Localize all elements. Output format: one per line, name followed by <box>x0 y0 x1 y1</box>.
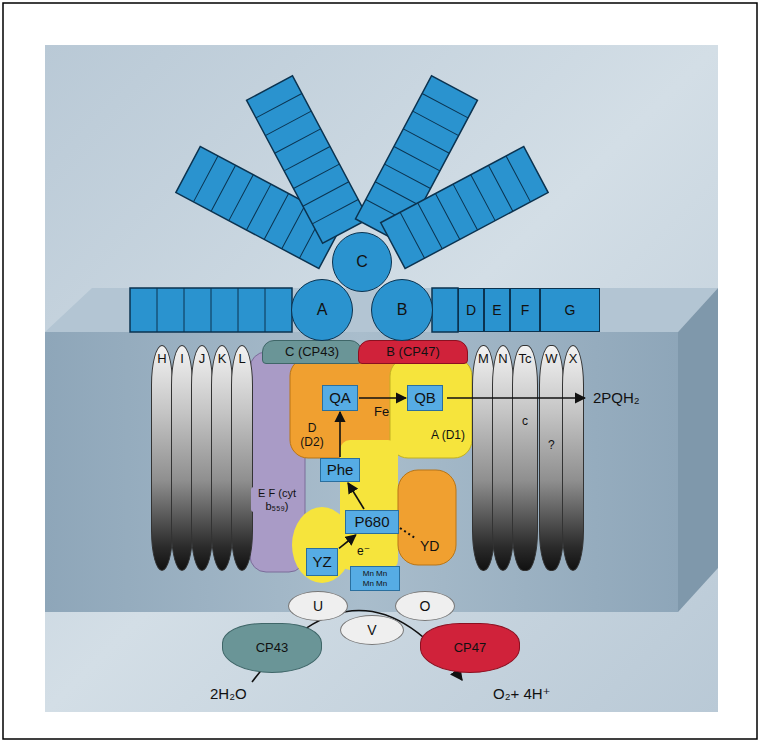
electron-transfer-arrow <box>339 412 341 457</box>
core-circle: B <box>371 279 433 341</box>
node-text: O <box>420 598 431 614</box>
node-text: QA <box>329 389 351 406</box>
subunit-label: D (D2) <box>294 422 330 450</box>
cp47-top: B (CP47) <box>358 340 468 364</box>
node-text: B (CP47) <box>386 345 439 360</box>
cofactor-box: QA <box>322 385 358 411</box>
node-text: C <box>356 253 368 271</box>
subunit-cylinder: H <box>151 345 173 571</box>
node-text: L <box>238 352 245 367</box>
subunit-cylinder: J <box>191 345 213 571</box>
cofactor-box: Phe <box>320 458 360 482</box>
rod-cell: D <box>458 288 484 332</box>
yd-dots <box>400 528 415 538</box>
d1-top <box>390 358 472 458</box>
node-text: G <box>565 302 576 318</box>
node-text: U <box>313 598 323 614</box>
node-text: D <box>466 302 476 318</box>
electron-transfer-arrow <box>348 483 364 509</box>
manganese-cluster: Mn Mn Mn Mn <box>350 566 400 591</box>
subunit-cylinder: I <box>171 345 193 571</box>
phycobilisome-rod <box>381 147 548 269</box>
membrane-front <box>45 332 678 612</box>
product-label: 2PQH₂ <box>593 389 640 406</box>
d2-lobe <box>398 470 456 565</box>
subunit-cylinder: L <box>231 345 253 571</box>
subunit-cylinder: W <box>539 345 564 571</box>
phycobilisome-rod <box>247 76 369 243</box>
node-text: V <box>367 622 376 638</box>
left-rod <box>130 288 292 332</box>
node-text: P680 <box>354 513 389 530</box>
subunit-label: c <box>522 415 528 429</box>
frame <box>3 3 757 739</box>
node-text: B <box>397 301 408 319</box>
iron-label: Fe <box>374 405 389 420</box>
cofactor-box: QB <box>407 385 443 411</box>
cp47-domain: CP47 <box>420 623 520 673</box>
node-text: J <box>199 352 206 367</box>
node-text: CP47 <box>454 641 487 656</box>
rod-cell <box>432 288 458 332</box>
subunit-cylinder: K <box>211 345 233 571</box>
node-text: Phe <box>327 461 354 478</box>
rod-cell: F <box>510 288 540 332</box>
core-circle: A <box>291 279 353 341</box>
node-text: Tc <box>519 352 532 367</box>
node-text: QB <box>414 389 436 406</box>
node-text: C (CP43) <box>285 345 339 360</box>
panel <box>45 45 718 712</box>
extrinsic-protein: V <box>340 615 404 645</box>
subunit-label: A (D1) <box>431 429 465 443</box>
extrinsic-protein: U <box>288 591 348 621</box>
cofactor-box: P680 <box>345 510 399 534</box>
cp43-domain: CP43 <box>222 623 322 673</box>
edge-label: e⁻ <box>355 545 372 559</box>
node-text: I <box>180 352 184 367</box>
node-text: F <box>521 302 530 318</box>
electron-transfer-arrow <box>339 535 356 548</box>
node-text: M <box>478 352 489 367</box>
electron-transfer-arrow <box>359 397 406 399</box>
plastoquinol-arrow <box>447 397 585 399</box>
product-label: O₂+ 4H⁺ <box>493 685 551 702</box>
subunit-cylinder: N <box>492 345 514 571</box>
node-text: K <box>218 352 227 367</box>
extrinsic-protein: O <box>395 591 455 621</box>
node-text: N <box>498 352 507 367</box>
node-text: H <box>157 352 166 367</box>
membrane-side <box>678 288 718 612</box>
cp43-top: C (CP43) <box>262 340 362 364</box>
node-text: W <box>545 352 557 367</box>
node-text: E <box>492 302 501 318</box>
node-text: X <box>569 352 578 367</box>
subunit-cylinder: Tc <box>512 345 538 571</box>
cofactor-box: YZ <box>306 548 338 576</box>
rod-cell: G <box>540 288 600 332</box>
unknown-label: ? <box>548 439 555 453</box>
subunit-cylinder: X <box>562 345 584 571</box>
tyrosine-label: YD <box>420 538 439 554</box>
node-text: CP43 <box>256 641 289 656</box>
node-text: Mn Mn Mn Mn <box>361 569 389 587</box>
rod-cell: E <box>484 288 510 332</box>
subunit-label: E F (cyt b₅₅₉) <box>251 487 303 512</box>
core-circle: C <box>332 232 392 292</box>
substrate-label: 2H₂O <box>210 685 247 702</box>
node-text: A <box>317 301 328 319</box>
node-text: YZ <box>312 553 331 570</box>
